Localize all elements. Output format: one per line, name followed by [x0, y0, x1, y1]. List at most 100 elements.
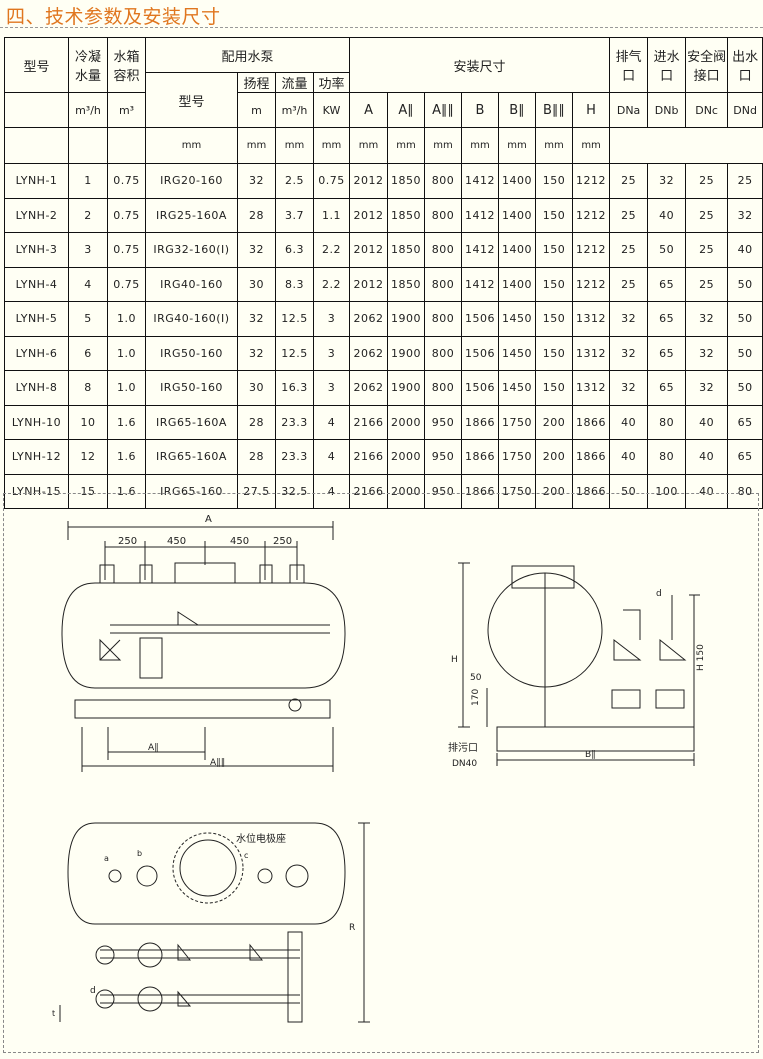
table-cell: 32 — [685, 370, 729, 406]
side-label-d: d — [656, 589, 662, 599]
unit-blank-model — [4, 127, 69, 164]
tank-body-top — [67, 822, 346, 925]
table-cell: 50 — [727, 301, 763, 337]
drain-size: DN40 — [452, 759, 477, 769]
spec-table: 型号 冷凝水量 水箱容积 配用水泵 安装尺寸 排气口 进水口 安全阀接口 出水口… — [4, 37, 763, 509]
table-cell: 150 — [535, 335, 574, 371]
table-cell: 1312 — [572, 301, 611, 337]
table-cell: IRG65-160 — [145, 473, 238, 509]
table-cell: 1450 — [498, 335, 537, 371]
manhole-top — [172, 832, 244, 904]
unit-dim-H: mm — [424, 127, 463, 164]
table-cell: 2062 — [349, 301, 389, 337]
manhole-top-inner — [179, 839, 237, 897]
install-group-header: 安装尺寸 — [349, 37, 611, 93]
table-cell: 1312 — [572, 335, 611, 371]
table-cell: 150 — [535, 266, 574, 302]
table-cell: 50 — [647, 232, 687, 268]
table-cell: 23.3 — [275, 439, 314, 475]
drawing-frame — [3, 493, 759, 1053]
table-cell: 1850 — [387, 232, 426, 268]
table-cell: 1412 — [461, 197, 500, 233]
tank-header: 水箱容积 — [107, 37, 146, 93]
table-cell: 0.75 — [312, 163, 351, 199]
table-cell: 1850 — [387, 163, 426, 199]
unit-dim-blank2 — [107, 127, 146, 164]
table-cell: 150 — [535, 163, 574, 199]
unit-head: m — [237, 92, 276, 128]
table-cell: 25 — [609, 163, 649, 199]
pump-top-3 — [95, 989, 115, 1009]
table-cell: 1506 — [461, 335, 500, 371]
front-view: A 250 450 450 250 A∥ A∥∥ — [61, 514, 346, 772]
table-cell: 1900 — [387, 370, 426, 406]
table-cell: 50 — [727, 370, 763, 406]
table-cell: 1.6 — [107, 404, 146, 440]
table-cell: 12.5 — [275, 301, 314, 337]
header-row-1b: 型号 扬程 流量 功率 — [5, 72, 763, 128]
table-cell: 40 — [685, 473, 729, 509]
table-cell: 1850 — [387, 197, 426, 233]
table-cell: 12.5 — [275, 335, 314, 371]
table-cell: IRG50-160 — [145, 370, 238, 406]
table-cell: 23.3 — [275, 404, 314, 440]
table-cell: 1.0 — [107, 301, 146, 337]
table-cell: 1866 — [461, 473, 500, 509]
table-cell: 1212 — [572, 197, 611, 233]
port-header-b: 进水口 — [647, 37, 687, 93]
table-cell: 65 — [727, 404, 763, 440]
model-header: 型号 — [4, 37, 69, 93]
dim-header-B: B — [461, 92, 500, 128]
table-cell: 150 — [535, 197, 574, 233]
table-cell: IRG40-160(I) — [145, 301, 238, 337]
port-code-b: DNb — [647, 92, 687, 128]
table-cell: 800 — [424, 232, 463, 268]
valves-side — [613, 638, 687, 661]
port-code-c: DNc — [685, 92, 729, 128]
table-cell: 32 — [237, 232, 276, 268]
table-cell: 1866 — [572, 439, 611, 475]
table-cell: 2012 — [349, 197, 389, 233]
table-cell: 40 — [647, 197, 687, 233]
port-code-d: DNd — [727, 92, 763, 128]
table-cell: 32 — [609, 301, 649, 337]
dim-A2-label: A∥∥ — [210, 758, 225, 768]
unit-dim-blank — [68, 127, 108, 164]
cond-header: 冷凝水量 — [68, 37, 108, 93]
unit-tank: m³ — [107, 92, 146, 128]
table-cell: 10 — [68, 404, 108, 440]
table-cell: 2000 — [387, 439, 426, 475]
table-cell: 0.75 — [107, 163, 146, 199]
spacing-4: 250 — [273, 536, 292, 547]
unit-cond: m³/h — [68, 92, 108, 128]
top-label-b: b — [137, 849, 142, 858]
table-cell: 3 — [312, 370, 351, 406]
pipe-side — [623, 595, 673, 640]
table-cell: 2.5 — [275, 163, 314, 199]
table-cell: 150 — [535, 370, 574, 406]
dim-header-A2: A∥∥ — [424, 92, 463, 128]
base-front — [74, 699, 331, 719]
table-cell: 800 — [424, 370, 463, 406]
table-cell: 1900 — [387, 301, 426, 337]
table-cell: 4 — [312, 439, 351, 475]
pump-group-header: 配用水泵 — [144, 37, 351, 73]
table-cell: 50 — [609, 473, 649, 509]
dim-R-label: R — [349, 923, 355, 933]
table-cell: IRG65-160A — [145, 404, 238, 440]
pipe-stub-1 — [99, 564, 115, 584]
manhole-front — [174, 562, 236, 584]
table-cell: 1412 — [461, 266, 500, 302]
table-cell: 32 — [237, 335, 276, 371]
unit-dim-B: mm — [312, 127, 351, 164]
table-cell: 16.3 — [275, 370, 314, 406]
port-a — [108, 869, 122, 883]
